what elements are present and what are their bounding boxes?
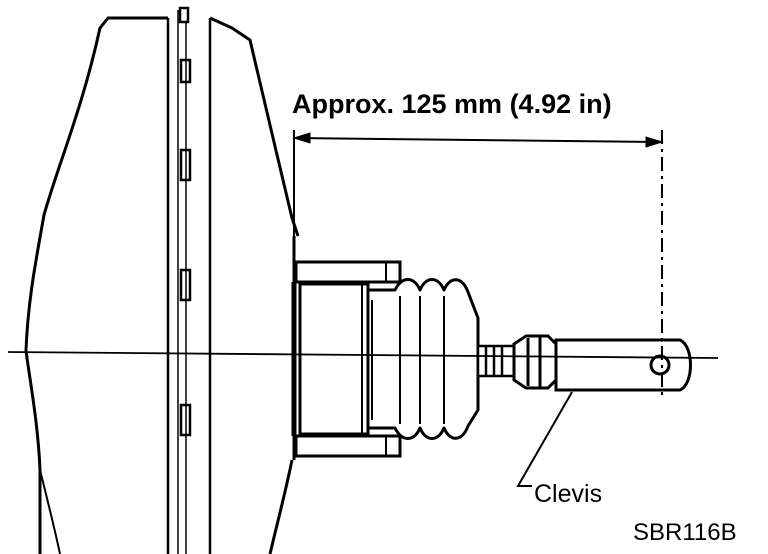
housing-boss [298, 282, 370, 436]
clevis [554, 338, 692, 392]
dimension-line [292, 130, 664, 400]
mounting-stud-lower [294, 434, 402, 458]
booster-flange [166, 6, 212, 554]
clevis-label: Clevis [534, 480, 602, 508]
booster-shell [24, 16, 300, 554]
rubber-boot [366, 278, 480, 440]
figure-id: SBR116B [633, 519, 737, 546]
lock-nut [512, 334, 558, 390]
center-line [7, 351, 719, 359]
dimension-label: Approx. 125 mm (4.92 in) [292, 89, 612, 119]
push-rod [476, 344, 516, 378]
clevis-pin-hole [649, 354, 671, 376]
clevis-leader-line [516, 391, 573, 487]
mounting-stud-upper [294, 260, 402, 284]
